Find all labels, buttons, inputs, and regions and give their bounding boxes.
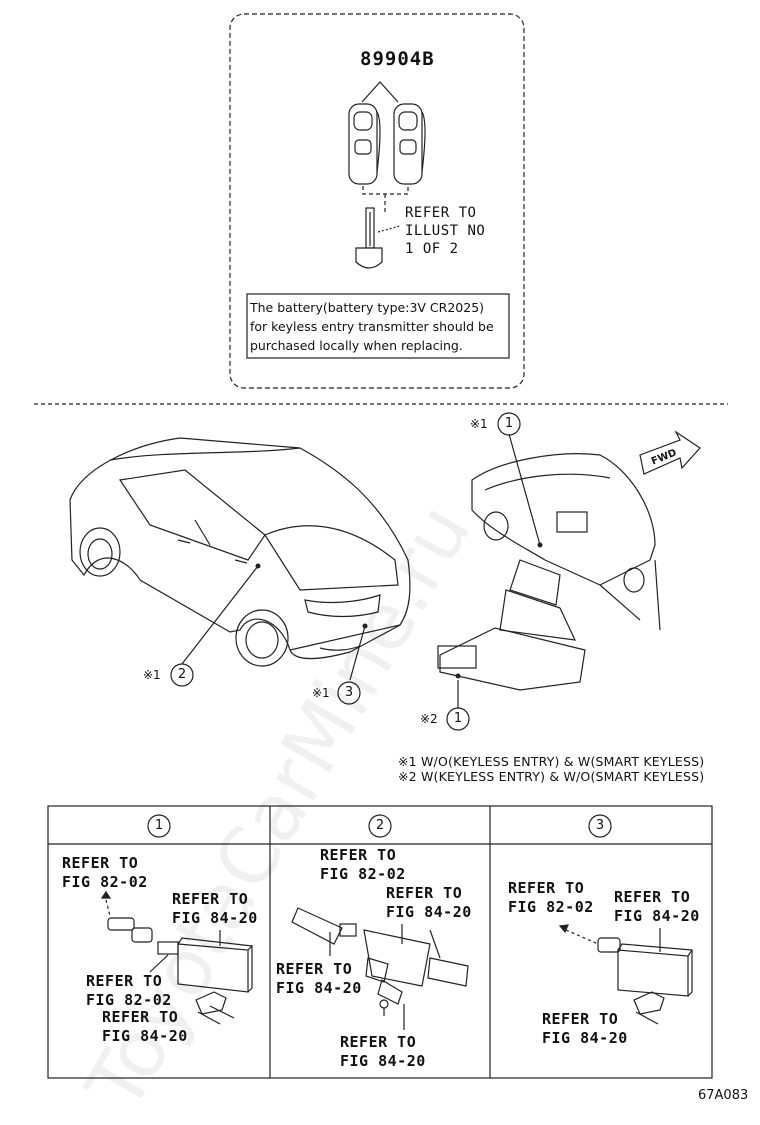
col2-refer-b-line1: REFER TO [386, 884, 463, 902]
detail-header-2: 2 [375, 818, 385, 833]
col3-refer-a: REFER TO FIG 82-02 [508, 879, 594, 917]
vehicle-exterior-drawing [69, 437, 411, 667]
col2-refer-b: REFER TO FIG 84-20 [386, 884, 472, 922]
detail-header-1: 1 [154, 818, 164, 833]
col2-refer-c-line1: REFER TO [276, 960, 353, 978]
legend: ※1 W/O(KEYLESS ENTRY) & W(SMART KEYLESS)… [398, 754, 704, 784]
fwd-arrow-shape [639, 430, 701, 475]
col2-refer-a-line1: REFER TO [320, 846, 397, 864]
legend-line-2: ※2 W(KEYLESS ENTRY) & W/O(SMART KEYLESS) [398, 769, 705, 784]
key-fob-left [348, 103, 381, 185]
leader-ext-2 [181, 565, 259, 665]
callout-ext-3-mark: ※1 [312, 686, 330, 700]
col1-refer-c-line1: REFER TO [86, 972, 163, 990]
refer-line-2: ILLUST NO [405, 223, 486, 239]
callout-ext-2-number: 2 [177, 667, 187, 682]
note-line-2: for keyless entry transmitter should be [250, 319, 494, 334]
refer-line-3: 1 OF 2 [405, 241, 459, 257]
col2-refer-b-line2: FIG 84-20 [386, 903, 472, 921]
col3-parts-drawing [558, 924, 694, 1025]
circle-col-2 [368, 814, 392, 838]
part-number-leader [361, 81, 399, 103]
col1-refer-c: REFER TO FIG 82-02 [86, 972, 172, 1010]
col3-refer-c-line2: FIG 84-20 [542, 1029, 628, 1047]
col3-refer-b-line2: FIG 84-20 [614, 907, 700, 925]
refer-illust-label: REFER TO ILLUST NO 1 OF 2 [405, 204, 485, 258]
col2-refer-d: REFER TO FIG 84-20 [340, 1033, 426, 1071]
col1-parts-drawing [100, 890, 254, 1025]
leader-int-1 [508, 433, 541, 546]
transmitter-group-frame [229, 13, 525, 389]
col1-refer-d: REFER TO FIG 84-20 [102, 1008, 188, 1046]
detail-table-frame [47, 805, 713, 1079]
vehicle-interior-drawing [437, 453, 661, 691]
col2-refer-d-line1: REFER TO [340, 1033, 417, 1051]
callout-int-2-number: 1 [453, 711, 463, 726]
illustration-code: 67A083 [698, 1088, 749, 1103]
col1-refer-b: REFER TO FIG 84-20 [172, 890, 258, 928]
col1-refer-c-line2: FIG 82-02 [86, 991, 172, 1009]
battery-note: The battery(battery type:3V CR2025) for … [250, 298, 494, 355]
col2-refer-c: REFER TO FIG 84-20 [276, 960, 362, 998]
circle-int-1 [497, 412, 521, 436]
note-line-3: purchased locally when replacing. [250, 338, 463, 353]
circle-col-1 [147, 814, 171, 838]
col3-refer-b: REFER TO FIG 84-20 [614, 888, 700, 926]
col3-refer-b-line1: REFER TO [614, 888, 691, 906]
col2-refer-a: REFER TO FIG 82-02 [320, 846, 406, 884]
col1-refer-a-line1: REFER TO [62, 854, 139, 872]
col3-refer-a-line2: FIG 82-02 [508, 898, 594, 916]
circle-ext-2 [170, 663, 194, 687]
col1-refer-a: REFER TO FIG 82-02 [62, 854, 148, 892]
col1-refer-b-line2: FIG 84-20 [172, 909, 258, 927]
refer-line-1: REFER TO [405, 205, 477, 221]
circle-col-3 [588, 814, 612, 838]
legend-line-1: ※1 W/O(KEYLESS ENTRY) & W(SMART KEYLESS) [398, 754, 705, 769]
col2-parts-drawing [291, 907, 469, 1016]
col1-refer-b-line1: REFER TO [172, 890, 249, 908]
detail-header-3: 3 [595, 818, 605, 833]
part-number: 89904B [360, 48, 435, 70]
battery-note-frame [246, 293, 510, 359]
callout-int-1-mark: ※1 [470, 417, 488, 431]
callout-int-2-mark: ※2 [420, 712, 438, 726]
col1-refer-d-line2: FIG 84-20 [102, 1027, 188, 1045]
col1-refer-a-line2: FIG 82-02 [62, 873, 148, 891]
circle-ext-3 [337, 681, 361, 705]
col2-refer-d-line2: FIG 84-20 [340, 1052, 426, 1070]
circle-int-2 [446, 707, 470, 731]
col2-refer-c-line2: FIG 84-20 [276, 979, 362, 997]
col3-refer-a-line1: REFER TO [508, 879, 585, 897]
col3-refer-c-line1: REFER TO [542, 1010, 619, 1028]
leader-ext-3 [349, 625, 366, 681]
col2-refer-a-line2: FIG 82-02 [320, 865, 406, 883]
col3-refer-c: REFER TO FIG 84-20 [542, 1010, 628, 1048]
callout-int-1-number: 1 [504, 416, 514, 431]
col1-refer-d-line1: REFER TO [102, 1008, 179, 1026]
key-fob-right [393, 103, 426, 185]
callout-ext-2-mark: ※1 [143, 668, 161, 682]
note-line-1: The battery(battery type:3V CR2025) [250, 300, 485, 315]
callout-ext-3-number: 3 [344, 685, 354, 700]
key-blade [355, 207, 383, 269]
